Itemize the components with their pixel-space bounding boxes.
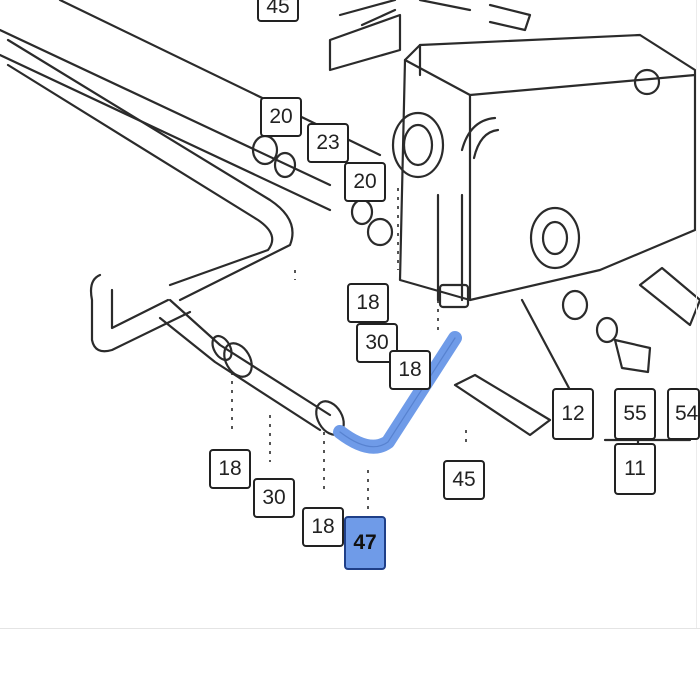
elbow-pipe [460, 116, 497, 152]
tank-detail [360, 8, 397, 27]
drain-plug [561, 289, 589, 321]
callout-12[interactable]: 12 [552, 388, 594, 440]
valve-nut [438, 283, 470, 309]
callout-18[interactable]: 18 [302, 507, 344, 547]
callout-45[interactable]: 45 [257, 0, 299, 22]
lower-hose [158, 316, 322, 432]
mount-plate [453, 373, 552, 437]
tube-bracket [110, 288, 170, 330]
callout-20[interactable]: 20 [260, 97, 302, 137]
callout-30[interactable]: 30 [356, 323, 398, 363]
drain-washer [595, 316, 619, 344]
tank-body [398, 33, 697, 302]
callout-47-highlighted[interactable]: 47 [344, 516, 386, 570]
side-plug-inner [541, 220, 569, 256]
tank-outlet-inner [402, 123, 434, 167]
tank-detail [328, 13, 402, 72]
mount-plate [338, 0, 397, 17]
callout-20[interactable]: 20 [344, 162, 386, 202]
tank-outlet [391, 111, 445, 179]
bracket-plate [638, 266, 700, 327]
callout-54[interactable]: 54 [667, 388, 700, 440]
tank-edge [468, 73, 697, 97]
tube-bracket [89, 273, 192, 353]
tank-detail [418, 0, 472, 12]
callout-18[interactable]: 18 [209, 449, 251, 489]
side-plug [529, 206, 581, 270]
callout-23[interactable]: 23 [307, 123, 349, 163]
callout-18[interactable]: 18 [347, 283, 389, 323]
callout-11[interactable]: 11 [614, 443, 656, 495]
union-fitting [273, 151, 297, 179]
filler-cap [633, 68, 661, 96]
tank-detail [488, 3, 532, 32]
drain-bolt [613, 338, 652, 374]
elbow-pipe [472, 128, 500, 160]
union-fitting [366, 217, 394, 247]
callout-45[interactable]: 45 [443, 460, 485, 500]
return-tube [6, 63, 274, 287]
divider-line [0, 628, 700, 629]
leader-line [520, 298, 572, 392]
callout-30[interactable]: 30 [253, 478, 295, 518]
lower-hose [168, 298, 332, 417]
callout-55[interactable]: 55 [614, 388, 656, 440]
frame-rail [0, 53, 332, 212]
part-47-outline [339, 337, 456, 448]
callout-18[interactable]: 18 [389, 350, 431, 390]
return-tube [6, 38, 294, 302]
union-fitting [350, 198, 374, 226]
hose-clamp [211, 334, 233, 362]
divider-line [696, 0, 697, 628]
